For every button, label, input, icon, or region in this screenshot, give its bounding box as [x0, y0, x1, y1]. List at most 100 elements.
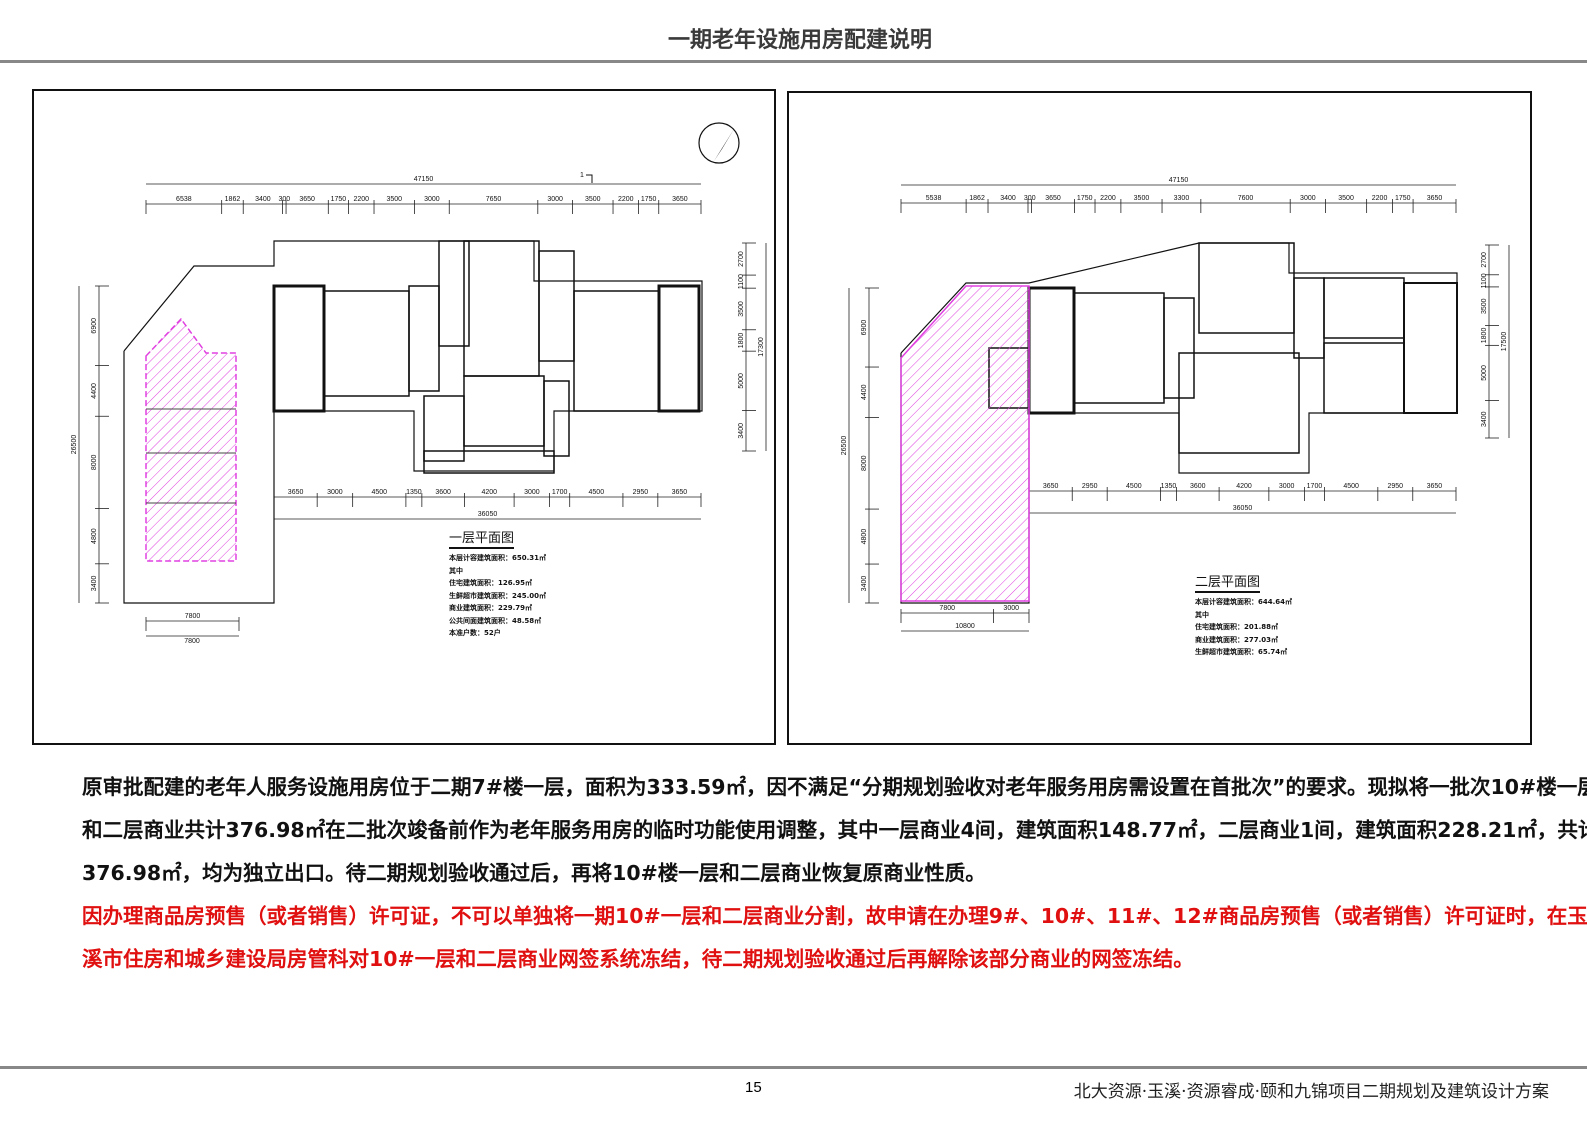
dimension-label: 4500	[1343, 483, 1359, 490]
dimension-label: 3400	[738, 423, 745, 439]
page-title: 一期老年设施用房配建说明	[667, 27, 932, 53]
north-arrow-icon	[698, 122, 740, 164]
dimension-label: 3000	[1300, 195, 1316, 202]
legend-line: 本层计容建筑面积：644.64㎡	[1195, 598, 1293, 606]
legend-line: 其中	[1195, 610, 1209, 619]
dimension-label: 2950	[1388, 483, 1404, 490]
dimension-label: 4500	[371, 489, 387, 496]
dimension-label: 1350	[1161, 483, 1177, 490]
dimension-label: 5000	[1481, 365, 1488, 381]
room-wall	[1403, 282, 1458, 414]
dimension-label: 3500	[1134, 195, 1150, 202]
dimension-label: 2950	[633, 489, 649, 496]
dimension-label: 1350	[406, 489, 422, 496]
dimension-label: 7650	[486, 196, 502, 203]
dimension-label: 3000	[547, 196, 563, 203]
legend-line: 商业建筑面积：277.03㎡	[1195, 635, 1279, 644]
dimension-label: 1100	[1481, 273, 1488, 288]
dimension-label: 2200	[618, 196, 634, 203]
dimension-total: 26500	[71, 435, 78, 455]
dimension-label: 3600	[1190, 483, 1206, 490]
dimension-label: 1700	[1307, 483, 1323, 490]
senior-facility-area-second-floor	[900, 285, 1030, 602]
room-wall	[1293, 277, 1325, 359]
dimension-label: 3000	[524, 489, 540, 496]
dimension-label: 3500	[585, 196, 601, 203]
dimension-label: 6900	[91, 318, 98, 334]
dimension-label: 4200	[481, 489, 497, 496]
dimension-label: 7600	[1238, 195, 1254, 202]
room-wall	[1073, 292, 1165, 404]
room-wall	[423, 450, 555, 474]
dimension-label: 3400	[861, 576, 868, 592]
dimension-label: 4400	[861, 384, 868, 400]
dimension-label: 3650	[299, 196, 315, 203]
project-name: 北大资源·玉溪·资源睿成·颐和九锦项目二期规划及建筑设计方案	[1073, 1082, 1549, 1102]
legend-title: 二层平面图	[1195, 575, 1261, 593]
dimension-total: 47150	[414, 176, 434, 183]
building-outline	[123, 240, 703, 604]
senior-facility-area-first-floor	[145, 317, 237, 562]
dimension-label: 2200	[1100, 195, 1116, 202]
legend-title: 一层平面图	[449, 531, 515, 549]
room-wall	[1198, 242, 1295, 334]
dimension-label: 1750	[641, 196, 657, 203]
dimension-label: 3500	[1481, 298, 1488, 314]
room-wall	[1323, 342, 1405, 414]
dimension-label: 3650	[1427, 195, 1443, 202]
room-wall	[657, 284, 701, 413]
room-wall	[438, 240, 470, 347]
legend-line: 生鲜超市建筑面积：65.74㎡	[1195, 648, 1288, 656]
first-floor-legend: 一层平面图 本层计容建筑面积：650.31㎡ 其中 住宅建筑面积：126.95㎡…	[449, 531, 546, 640]
dimension-label: 300	[1024, 195, 1036, 202]
dimension-label: 3000	[424, 196, 440, 203]
legend-line: 住宅建筑面积：201.88㎡	[1195, 623, 1279, 631]
dimension-label: 5538	[926, 195, 942, 202]
room-wall	[573, 290, 660, 412]
dimension-label: 6900	[861, 320, 868, 336]
dimension-label: 4800	[861, 529, 868, 545]
dimension-label: 3000	[1003, 605, 1019, 612]
dimension-label: 3650	[1045, 195, 1061, 202]
dimension-label: 3400	[1481, 411, 1488, 427]
dimension-total: 10800	[955, 623, 975, 630]
second-floor-legend: 二层平面图 本层计容建筑面积：644.64㎡ 其中 住宅建筑面积：201.88㎡…	[1195, 575, 1292, 659]
room-wall	[272, 284, 326, 413]
room-wall	[463, 240, 540, 377]
dimension-label: 4500	[589, 489, 605, 496]
dimension-label: 3500	[738, 301, 745, 317]
dimension-total: 36050	[1233, 505, 1253, 512]
dimension-label: 5000	[738, 373, 745, 389]
legend-line: 本准户数：52户	[449, 629, 501, 637]
dimension-label: 3650	[672, 489, 688, 496]
dimension-label: 8000	[91, 454, 98, 470]
dimension-label: 300	[278, 196, 290, 203]
header-divider	[0, 60, 1587, 63]
legend-line: 商业建筑面积：229.79㎡	[449, 604, 533, 612]
dimension-label: 3400	[255, 196, 271, 203]
dimension-label: 7800	[939, 605, 955, 612]
dimension-label: 3000	[1279, 483, 1295, 490]
dimension-label: 4200	[1236, 483, 1252, 490]
room-wall	[1178, 352, 1300, 454]
dimension-label: 1800	[738, 333, 745, 349]
dimension-label: 3650	[672, 196, 688, 203]
legend-line: 生鲜超市建筑面积：245.00㎡	[449, 591, 547, 600]
notice-paragraph: 因办理商品房预售（或者销售）许可证，不可以单独将一期10#一层和二层商业分割，故…	[82, 904, 1587, 971]
dimension-label: 8000	[861, 455, 868, 471]
footer-divider	[0, 1066, 1587, 1069]
legend-line: 其中	[449, 566, 463, 575]
page-number: 15	[745, 1079, 762, 1096]
dimension-label: 4500	[1126, 483, 1142, 490]
dimension-label: 4400	[91, 383, 98, 399]
dimension-label: 2200	[1372, 195, 1388, 202]
room-wall	[408, 285, 440, 392]
description-paragraph: 原审批配建的老年人服务设施用房位于二期7#楼一层，面积为333.59㎡，因不满足…	[82, 775, 1587, 885]
dimension-label: 1750	[331, 196, 347, 203]
dimension-total: 17300	[758, 337, 765, 357]
dimension-label: 1750	[1395, 195, 1411, 202]
